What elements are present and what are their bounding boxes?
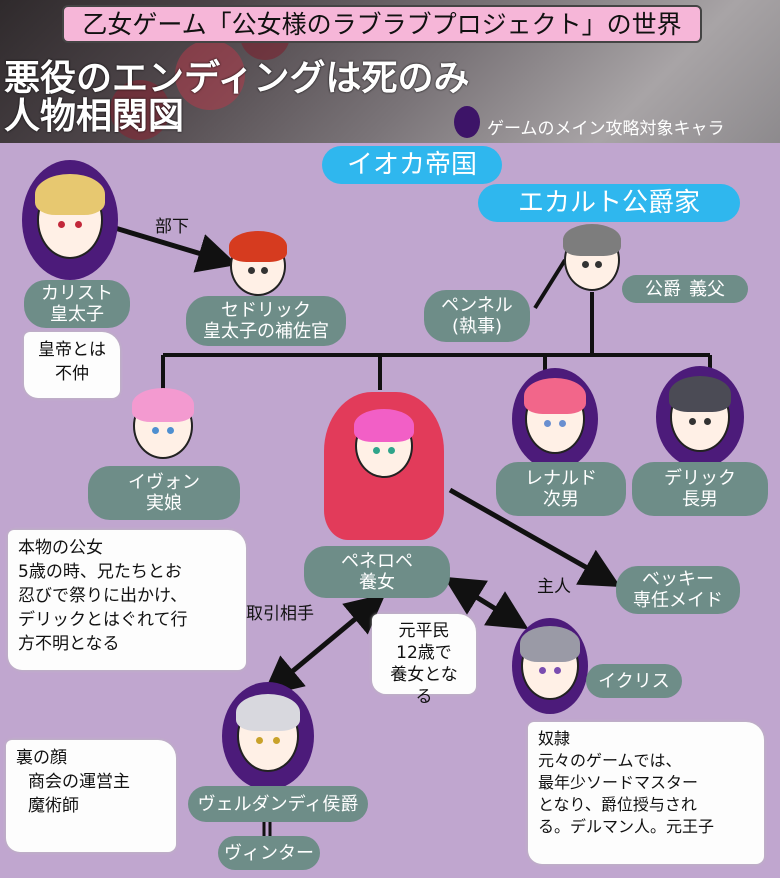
rose-decoration (175, 40, 245, 110)
derrick-hair (668, 376, 732, 413)
group-empire: イオカ帝国 (322, 146, 502, 184)
duke-role: 義父 (689, 278, 725, 300)
becky-label: ベッキー 専任メイド (616, 566, 740, 614)
vinter-name: ヴェルダンディ侯爵 (197, 793, 359, 815)
duke-hair (562, 224, 622, 256)
vinter-hair (235, 693, 301, 732)
vinter-alias: ヴィンター (224, 842, 314, 864)
callisto-role: 皇太子 (50, 304, 104, 325)
penelope-note: 元平民 12歳で 養女となる (372, 614, 476, 707)
penelope-label: ペネロペ 養女 (304, 546, 450, 598)
duke-label: 公爵 義父 (622, 275, 748, 303)
yvonne-portrait (130, 387, 196, 462)
edge-label-master: 主人 (537, 577, 571, 597)
vinter-alias-label: ヴィンター (218, 836, 320, 870)
callisto-note: 皇帝とは 不仲 (24, 332, 120, 398)
cedric-name: セドリック (221, 300, 311, 321)
pennel-role: (執事) (451, 316, 503, 337)
reynold-face (523, 378, 587, 454)
edge-label-trade-partner: 取引相手 (246, 604, 314, 624)
callisto-face (35, 174, 105, 259)
cedric-role: 皇太子の補佐官 (203, 321, 329, 342)
reynold-portrait (512, 368, 598, 470)
penelope-face (353, 408, 415, 478)
cedric-label: セドリック 皇太子の補佐官 (186, 296, 346, 346)
penelope-role: 養女 (359, 572, 395, 593)
pennel-name: ペンネル (441, 295, 513, 316)
derrick-portrait (656, 366, 744, 468)
derrick-name: デリック (664, 468, 736, 489)
becky-name: ベッキー (642, 569, 714, 590)
duke-name: 公爵 (645, 278, 681, 300)
cedric-face (228, 231, 288, 296)
eclise-portrait (512, 618, 588, 714)
legend-label: ゲームのメイン攻略対象キャラ (487, 119, 725, 139)
derrick-label: デリック 長男 (632, 462, 768, 516)
callisto-label: カリスト 皇太子 (24, 280, 130, 328)
callisto-name: カリスト (41, 283, 113, 304)
rose-decoration (110, 80, 170, 140)
eclise-hair (519, 626, 581, 662)
vinter-face (235, 693, 301, 772)
penelope-hair (353, 408, 415, 442)
eclise-name: イクリス (598, 670, 670, 692)
cedric-portrait (226, 231, 290, 296)
eclise-face (519, 626, 581, 700)
reynold-hair (523, 378, 587, 415)
yvonne-label: イヴォン 実娘 (88, 466, 240, 520)
legend-marker (454, 106, 480, 138)
pennel-label: ペンネル (執事) (424, 290, 530, 342)
derrick-face (668, 376, 732, 452)
edge-label-subordinate: 部下 (155, 217, 189, 237)
penelope-portrait (324, 392, 444, 540)
yvonne-hair (131, 387, 195, 422)
diagram-subtitle-line2: 人物相関図 (4, 96, 185, 137)
eclise-label: イクリス (586, 664, 682, 698)
yvonne-name: イヴォン (128, 472, 200, 493)
reynold-name: レナルド (525, 468, 597, 489)
derrick-role: 長男 (682, 489, 718, 510)
group-duke-house: エカルト公爵家 (478, 184, 740, 222)
yvonne-role: 実娘 (146, 493, 182, 514)
duke-portrait (562, 224, 622, 292)
page-title: 乙女ゲーム「公女様のラブラブプロジェクト」の世界 (62, 5, 702, 43)
eclise-note: 奴隷 元々のゲームでは、 最年少ソードマスター となり、爵位授与され る。デルマ… (528, 722, 764, 864)
vinter-label: ヴェルダンディ侯爵 (188, 786, 368, 822)
diagram-subtitle-line1: 悪役のエンディングは死のみ (4, 58, 470, 99)
reynold-role: 次男 (543, 489, 579, 510)
vinter-note: 裏の顔 商会の運営主 魔術師 (6, 740, 176, 852)
cedric-hair (228, 231, 288, 263)
vinter-portrait (222, 682, 314, 790)
callisto-portrait (22, 160, 118, 280)
becky-role: 専任メイド (633, 590, 723, 611)
penelope-name: ペネロペ (341, 551, 413, 572)
yvonne-note: 本物の公女 5歳の時、兄たちとお 忍びで祭りに出かけ、 デリックとはぐれて行 方… (8, 530, 246, 670)
yvonne-face (131, 387, 195, 459)
reynold-label: レナルド 次男 (496, 462, 626, 516)
duke-face (562, 224, 622, 291)
callisto-hair (35, 174, 105, 215)
